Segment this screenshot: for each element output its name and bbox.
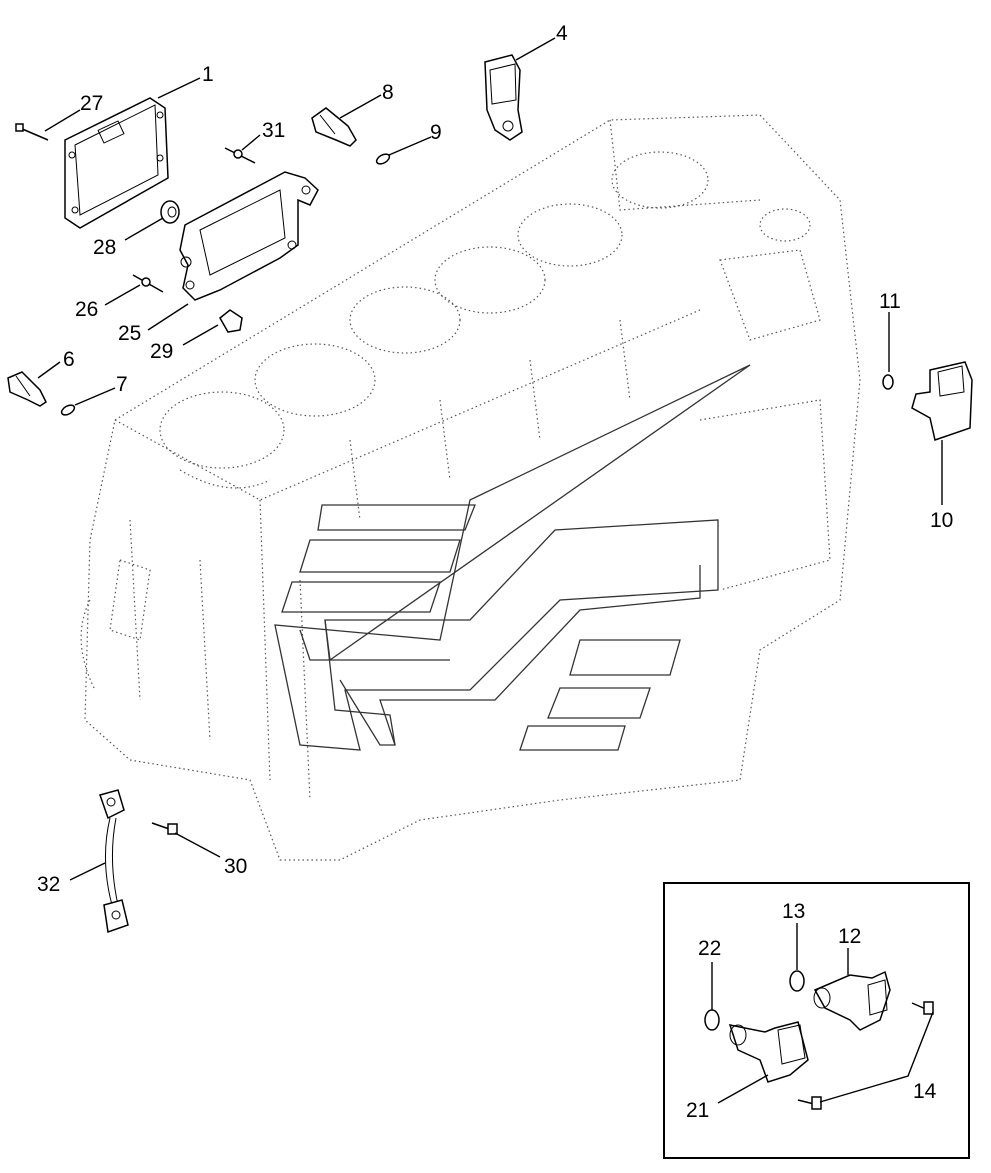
inset-frame	[663, 882, 970, 1159]
sensor-10-part	[911, 361, 973, 441]
callout-1: 1	[202, 63, 214, 86]
callout-32: 32	[37, 873, 60, 896]
plug-29-part	[219, 309, 243, 333]
leader-lines	[37, 37, 943, 1104]
bolt-27-part	[15, 123, 49, 141]
o-ring-22-part	[704, 1009, 720, 1031]
callout-25: 25	[118, 322, 141, 345]
o-ring-11-part	[882, 374, 894, 390]
bolt-30-part	[151, 822, 178, 835]
callout-28: 28	[93, 236, 116, 259]
callout-30: 30	[224, 855, 247, 878]
callout-11: 11	[879, 290, 901, 313]
callout-10: 10	[930, 509, 953, 532]
ecu-bracket-25-part	[179, 171, 319, 301]
sensor-8-part	[311, 107, 357, 147]
ground-strap-32-part	[99, 789, 129, 934]
ecu-module-part	[64, 97, 169, 229]
speed-sensor-21-part	[728, 1021, 809, 1083]
engine-block-outline	[80, 114, 861, 861]
callout-27: 27	[80, 92, 103, 115]
sensor-4-part	[484, 54, 523, 141]
callout-31: 31	[262, 119, 285, 142]
sensor-6-part	[7, 371, 47, 407]
callout-6: 6	[63, 348, 75, 371]
brand-logo-outline	[274, 364, 751, 751]
callout-14: 14	[913, 1080, 937, 1103]
callout-8: 8	[382, 81, 394, 104]
callout-12: 12	[838, 925, 861, 948]
callout-9: 9	[430, 121, 442, 144]
callout-7: 7	[116, 373, 128, 396]
callout-13: 13	[782, 900, 805, 923]
bolt-14b-part	[797, 1096, 822, 1110]
callout-21: 21	[686, 1099, 709, 1122]
callout-22: 22	[698, 937, 721, 960]
callout-labels: 1 4 6 7 8 9 10 11 12 13 14 21 22 25 26 2…	[37, 22, 953, 1122]
bolt-14a-part	[911, 1001, 934, 1015]
spacer-28-part	[160, 200, 180, 224]
o-ring-13-part	[789, 970, 805, 992]
callout-29: 29	[150, 340, 173, 363]
speed-sensor-12-part	[813, 970, 891, 1031]
callout-4: 4	[556, 22, 568, 45]
o-ring-9-part	[375, 153, 391, 165]
stud-26-part	[132, 274, 164, 293]
o-ring-7-part	[60, 404, 76, 416]
stud-31-part	[224, 147, 256, 164]
callout-26: 26	[75, 298, 98, 321]
